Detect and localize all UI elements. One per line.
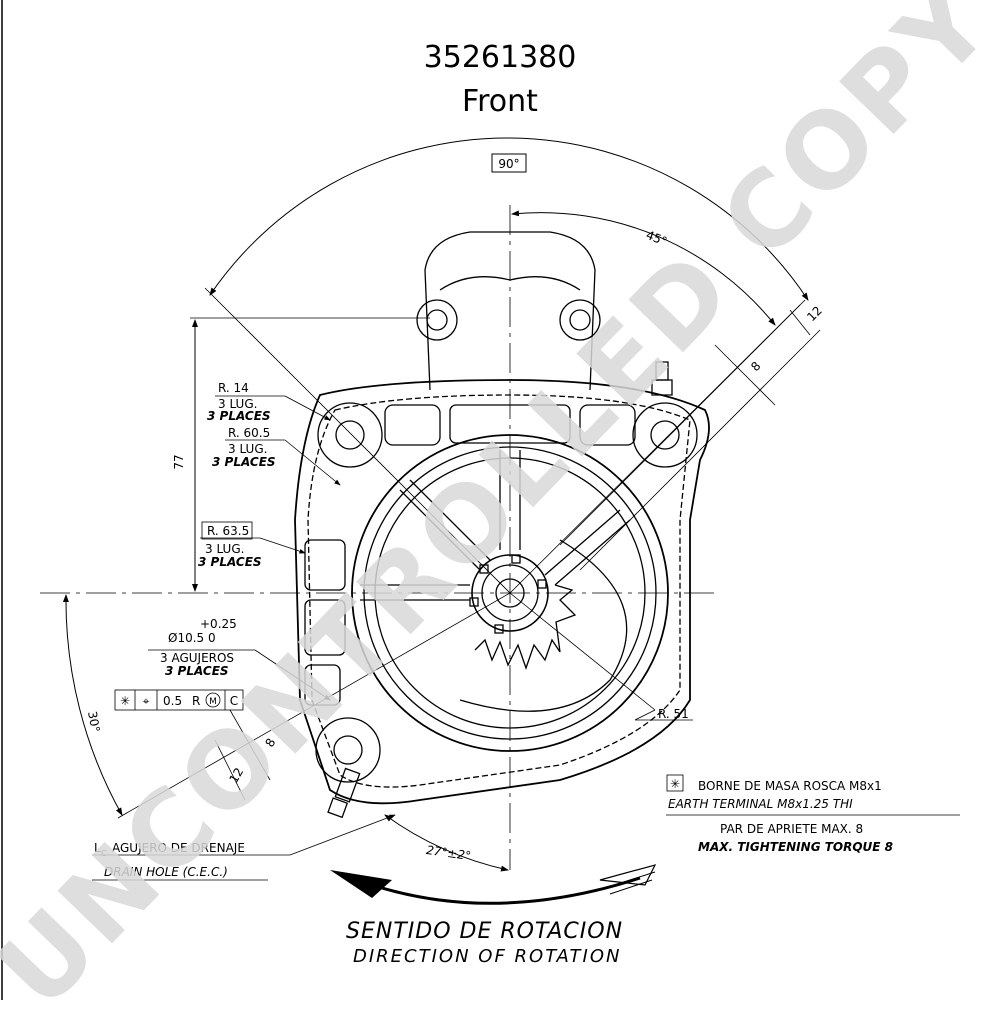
fcf-position-icon: ⌖ (143, 694, 150, 708)
note-r635-places: 3 PLACES (198, 555, 262, 569)
dim-77: 77 (172, 454, 186, 469)
note-hole-tol: +0.25 (200, 617, 237, 631)
earth-line1: BORNE DE MASA ROSCA M8x1 (698, 779, 882, 793)
dim-8-bottom: 8 (262, 736, 278, 750)
angle-30-arc (62, 594, 123, 816)
fcf-tolerance: 0.5 (163, 694, 182, 708)
note-r51: R. 51 (658, 707, 689, 721)
note-drain-en: DRAIN HOLE (C.E.C.) (104, 865, 228, 879)
note-r635-lug: 3 LUG. (205, 542, 244, 556)
fcf-m: M (209, 697, 217, 707)
note-r14-radius: R. 14 (218, 381, 249, 395)
note-r635-radius: R. 63.5 (207, 524, 249, 538)
fcf-asterisk-icon: ✳ (120, 694, 130, 708)
note-r14-lug: 3 LUG. (218, 397, 257, 411)
rotation-es: SENTIDO DE ROTACION (346, 919, 623, 944)
angle-45-label: 45° (644, 228, 669, 249)
note-r605-places: 3 PLACES (212, 455, 276, 469)
angle-90-label: 90° (498, 157, 519, 171)
feature-control-frame: ✳ ⌖ 0.5 R M C (114, 689, 244, 711)
part-number: 35261380 (423, 40, 577, 75)
fcf-r: R (192, 694, 200, 708)
note-r14-places: 3 PLACES (207, 409, 271, 423)
angle-30-label: 30° (85, 710, 102, 733)
rotation-arrow (330, 864, 657, 905)
earth-asterisk-icon: ✳ (670, 777, 680, 791)
dim-12-bottom: 12 (226, 765, 246, 785)
dim-8-top: 8 (748, 359, 763, 374)
angle-27-arc (384, 814, 509, 872)
angle-45-arc (511, 210, 776, 326)
note-r605-lug: 3 LUG. (228, 442, 267, 456)
rotation-en: DIRECTION OF ROTATION (353, 946, 621, 967)
centerline-sub: C (101, 849, 107, 858)
note-drain-es: AGUJERO DE DRENAJE (112, 841, 245, 855)
note-hole-agujeros: 3 AGUJEROS (160, 651, 234, 665)
starter-housing (294, 231, 710, 819)
view-label: Front (462, 84, 538, 119)
angle-27-label: 27°±2° (425, 843, 471, 863)
note-hole-dia: Ø10.5 0 (168, 631, 216, 645)
fcf-c: C (230, 694, 238, 708)
dim-12-top: 12 (804, 303, 825, 324)
technical-drawing: 90° 45° 8 12 77 30° 8 12 27°±2° (1, 0, 960, 1000)
earth-line2: EARTH TERMINAL M8x1.25 THI (668, 797, 853, 811)
earth-line3: PAR DE APRIETE MAX. 8 (720, 822, 863, 836)
note-hole-places: 3 PLACES (165, 664, 229, 678)
centerline-symbol: L (94, 841, 101, 855)
note-r605-radius: R. 60.5 (228, 426, 270, 440)
earth-line4: MAX. TIGHTENING TORQUE 8 (698, 840, 893, 854)
